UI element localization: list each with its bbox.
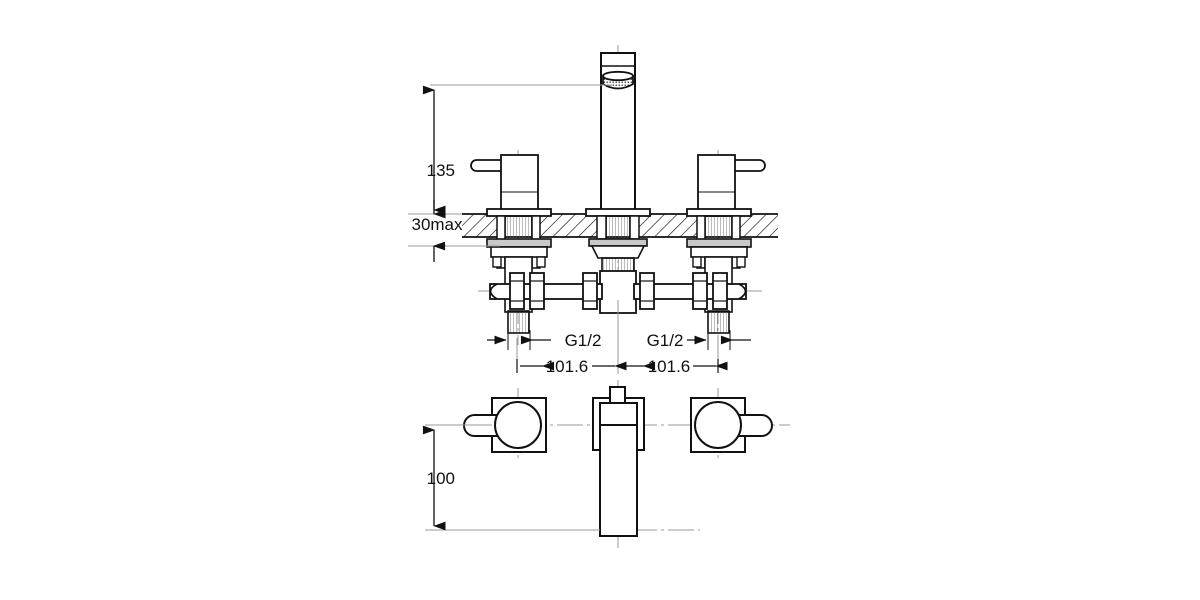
plan-spout-tab xyxy=(609,386,626,404)
top-plan-view: 100 xyxy=(422,380,790,548)
dimension-100-label: 100 xyxy=(427,469,455,488)
dimension-g12-right-label: G1/2 xyxy=(647,331,684,350)
spout-nut-taper xyxy=(590,245,646,259)
left-pipe-endcap xyxy=(489,283,498,300)
dimension-101-left-label: 101.6 xyxy=(546,357,589,376)
right-handle-body xyxy=(697,154,736,216)
plan-spout xyxy=(592,386,645,537)
left-handle-body xyxy=(500,154,539,216)
right-pipe-endcap xyxy=(738,283,747,300)
spout-washer xyxy=(588,238,648,247)
dimension-g12-left: G1/2 xyxy=(487,331,601,350)
dimension-g12-right: G1/2 xyxy=(647,331,751,350)
dimension-101-right: 101.6 xyxy=(621,357,728,376)
front-elevation-view: 135 30max xyxy=(408,45,778,376)
spout-shank-thread xyxy=(605,215,631,240)
left-escutcheon xyxy=(486,208,552,217)
right-lock-nut xyxy=(690,246,748,258)
left-tail-thread xyxy=(507,310,530,334)
inlet-pipework xyxy=(489,272,747,310)
left-lock-nut xyxy=(490,246,548,258)
spout-aerator xyxy=(602,70,634,90)
spout-assembly xyxy=(585,52,651,314)
plan-spout-body xyxy=(599,402,638,537)
dimension-101-left: 101.6 xyxy=(516,357,627,376)
dimension-100: 100 xyxy=(422,424,600,531)
right-lock-washer xyxy=(686,238,752,248)
plan-left-handle-circle xyxy=(494,401,542,449)
dimension-30max: 30max xyxy=(408,200,500,262)
right-escutcheon xyxy=(686,208,752,217)
dimension-group-bottom-elevation: G1/2 G1/2 101.6 10 xyxy=(487,300,751,376)
spout-escutcheon xyxy=(585,208,651,217)
dimension-101-right-label: 101.6 xyxy=(648,357,691,376)
plan-right-handle-circle xyxy=(694,401,742,449)
right-tail-thread xyxy=(707,310,730,334)
dimension-135: 135 xyxy=(422,84,613,215)
plan-right-handle xyxy=(690,397,773,453)
dimension-g12-left-label: G1/2 xyxy=(565,331,602,350)
dimension-135-label: 135 xyxy=(427,161,455,180)
dimension-30max-label: 30max xyxy=(411,215,463,234)
